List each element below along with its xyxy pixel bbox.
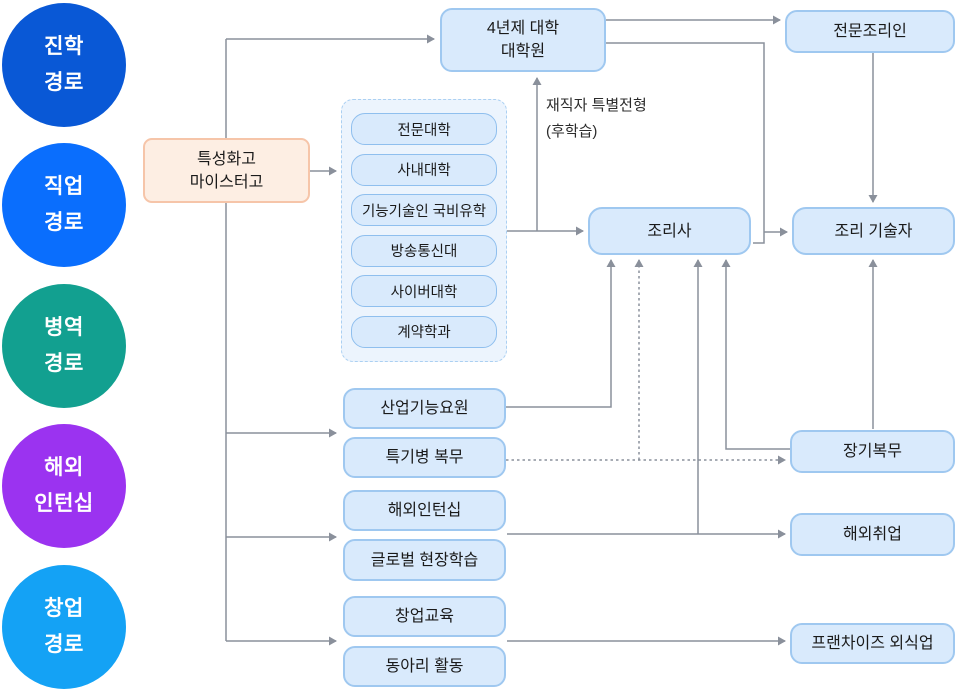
legend-circle-advancement: 진학 경로: [2, 3, 126, 127]
node-professional-cook: 전문조리인: [785, 10, 955, 53]
legend-circle-employment: 직업 경로: [2, 143, 126, 267]
node-franchise: 프랜차이즈 외식업: [790, 623, 955, 664]
node-label: 프랜차이즈 외식업: [811, 635, 934, 652]
legend-label: 경로: [44, 211, 84, 234]
legend-label: 진학: [44, 35, 84, 58]
node-club-activity: 동아리 활동: [343, 646, 506, 687]
node-source-highschool: 특성화고 마이스터고: [143, 138, 310, 203]
node-startup-education: 창업교육: [343, 596, 506, 637]
node-overseas-employment: 해외취업: [790, 513, 955, 556]
legend-label: 인턴십: [34, 492, 94, 515]
legend-circle-overseas: 해외 인턴십: [2, 424, 126, 548]
node-label: 해외인턴십: [387, 502, 462, 519]
node-label: 특기병 복무: [385, 449, 464, 466]
node-label: 조리사: [647, 222, 692, 240]
node-label: 전문조리인: [833, 23, 907, 40]
node-label: 글로벌 현장학습: [370, 551, 479, 569]
node-label: 산업기능요원: [380, 400, 469, 417]
node-university: 4년제 대학 대학원: [440, 8, 606, 72]
legend-label: 경로: [44, 352, 84, 375]
node-industrial-agent: 산업기능요원: [343, 388, 506, 429]
node-label: 조리 기술자: [834, 222, 913, 240]
legend-circle-military: 병역 경로: [2, 284, 126, 408]
wire-longterm-to-cook: [721, 259, 790, 450]
legend-label: 해외: [44, 456, 84, 479]
node-special-soldier: 특기병 복무: [343, 437, 506, 478]
node-label: 대학원: [500, 43, 546, 60]
node-label: 장기복무: [843, 443, 902, 460]
wire-university-cook-connector: [606, 42, 765, 244]
node-overseas-internship: 해외인턴십: [343, 490, 506, 531]
legend-label: 창업: [44, 597, 84, 620]
node-label: 해외취업: [843, 526, 902, 543]
group-item-cyber-university: 사이버대학: [351, 275, 497, 308]
note-line: 재직자 특별전형: [546, 97, 647, 114]
node-cook: 조리사: [588, 207, 751, 255]
legend-label: 경로: [44, 71, 84, 94]
group-item-broadcast-university: 방송통신대: [351, 234, 497, 267]
legend-label: 직업: [44, 175, 84, 198]
wire-industrial-to-cook: [506, 259, 616, 408]
note-line: (후학습): [546, 123, 598, 140]
node-label: 마이스터고: [189, 173, 264, 191]
node-label: 동아리 활동: [385, 658, 464, 675]
node-label: 특성화고: [197, 150, 256, 168]
node-label: 창업교육: [395, 608, 454, 625]
legend-label: 경로: [44, 633, 84, 656]
node-label: 4년제 대학: [486, 20, 560, 37]
group-item-junior-college: 전문대학: [351, 113, 497, 145]
group-item-company-college: 사내대학: [351, 153, 497, 186]
node-cook-technician: 조리 기술자: [792, 207, 955, 255]
group-item-contract-department: 계약학과: [351, 315, 497, 348]
group-item-state-funded-study: 기능기술인 국비유학: [351, 194, 497, 227]
education-options-group: 전문대학 사내대학 기능기술인 국비유학 방송통신대 사이버대학 계약학과: [341, 99, 507, 362]
legend-label: 병역: [44, 316, 84, 339]
node-global-field-study: 글로벌 현장학습: [343, 539, 506, 581]
legend-circle-startup: 창업 경로: [2, 565, 126, 689]
node-long-term-service: 장기복무: [790, 430, 955, 473]
special-admission-note: 재직자 특별전형 (후학습): [546, 93, 647, 145]
